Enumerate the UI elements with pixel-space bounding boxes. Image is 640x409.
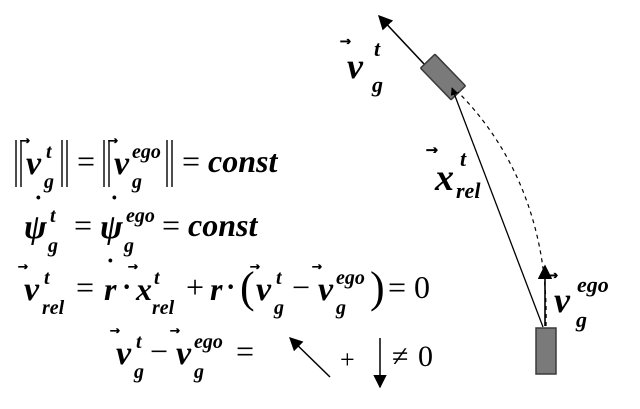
svg-text:rel: rel [42,297,65,319]
svg-text:t: t [276,267,283,289]
svg-text:v: v [24,271,40,308]
svg-text:ego: ego [336,267,365,289]
svg-text:ego: ego [194,331,223,353]
svg-text:=: = [74,207,92,243]
svg-text:⃗: ⃗ [18,264,28,270]
svg-text:=: = [162,207,180,243]
svg-text:+: + [340,345,355,374]
svg-text:v: v [318,271,334,308]
svg-text:g: g [575,307,587,332]
svg-text:v: v [256,271,272,308]
svg-text:·: · [226,272,235,303]
svg-text:t: t [374,36,381,61]
svg-text:g: g [43,171,54,193]
svg-text:t: t [136,331,143,353]
svg-text:t: t [50,205,57,227]
svg-text:ego: ego [577,272,609,297]
svg-text:v: v [26,145,42,182]
target-velocity-arrow [378,14,426,66]
svg-text:t: t [154,267,161,289]
svg-text:ψ: ψ [24,209,47,246]
svg-text:⃗: ⃗ [170,328,180,334]
svg-text:ego: ego [126,205,155,227]
svg-text:t: t [44,267,51,289]
svg-text:⃗: ⃗ [312,264,322,270]
svg-text:const: const [208,143,278,179]
svg-text:=: = [388,269,406,305]
svg-text:g: g [273,297,284,319]
svg-text:v: v [176,335,192,372]
svg-text:v: v [347,46,364,86]
svg-text:=: = [77,143,95,179]
svg-text:rel: rel [152,297,175,319]
svg-text:˙: ˙ [34,191,43,220]
svg-text:˙: ˙ [106,254,115,283]
svg-text:=: = [76,269,94,305]
svg-text:ego: ego [132,141,161,163]
svg-text:g: g [335,297,346,319]
svg-text:˙: ˙ [110,191,119,220]
svg-text:v: v [114,145,130,182]
equation-yaw-rate-constant: ψ ˙ t g = ψ ˙ ego g = const [24,191,258,257]
svg-text:⃗: ⃗ [340,38,351,45]
label-relative-position: x ⃗ t rel [426,146,481,203]
svg-text:⃗: ⃗ [128,264,138,270]
equation-velocity-difference: v ⃗ t g − v ⃗ ego g = + ≠ 0 [110,328,433,389]
svg-text:x: x [135,271,152,307]
ego-vehicle-icon [535,327,557,375]
svg-text:const: const [188,207,258,243]
svg-text:r: r [210,271,223,307]
svg-text:−: − [292,269,310,305]
svg-text:): ) [370,263,385,312]
svg-text:v: v [554,280,571,320]
svg-text:rel: rel [456,178,481,203]
relative-position-arrow [450,87,544,328]
svg-text:g: g [371,72,383,97]
svg-text:⃗: ⃗ [547,272,558,279]
svg-text:ψ: ψ [100,209,123,246]
svg-text:g: g [133,361,144,383]
diagonal-arrow-icon [289,337,331,378]
svg-text:⃗: ⃗ [426,147,438,153]
svg-text:r: r [104,271,117,307]
svg-text:·: · [122,272,131,303]
predicted-path-dashed [457,91,547,327]
svg-text:t: t [46,141,53,163]
svg-text:0: 0 [418,340,433,373]
svg-text:x: x [434,157,454,199]
svg-text:(: ( [240,263,255,312]
svg-text:g: g [193,361,204,383]
svg-text:=: = [236,333,254,369]
svg-text:⃗: ⃗ [110,328,120,334]
equation-speed-constant: v ⃗ t g = v ⃗ ego g = const [15,138,278,193]
svg-text:v: v [116,335,132,372]
svg-text:+: + [186,269,204,305]
target-vehicle-icon [420,53,466,101]
label-target-velocity: v ⃗ t g [340,36,383,97]
svg-text:=: = [182,143,200,179]
svg-text:g: g [123,235,134,257]
svg-text:−: − [150,333,168,369]
svg-text:0: 0 [414,269,430,305]
label-ego-velocity: v ⃗ ego g [547,272,609,332]
svg-text:g: g [47,235,58,257]
svg-text:≠: ≠ [392,340,408,373]
svg-text:g: g [131,171,142,193]
equation-relative-velocity: v ⃗ t rel = r ˙ · x ⃗ t rel + r · ( v ⃗ … [18,254,430,319]
svg-text:t: t [460,146,467,171]
